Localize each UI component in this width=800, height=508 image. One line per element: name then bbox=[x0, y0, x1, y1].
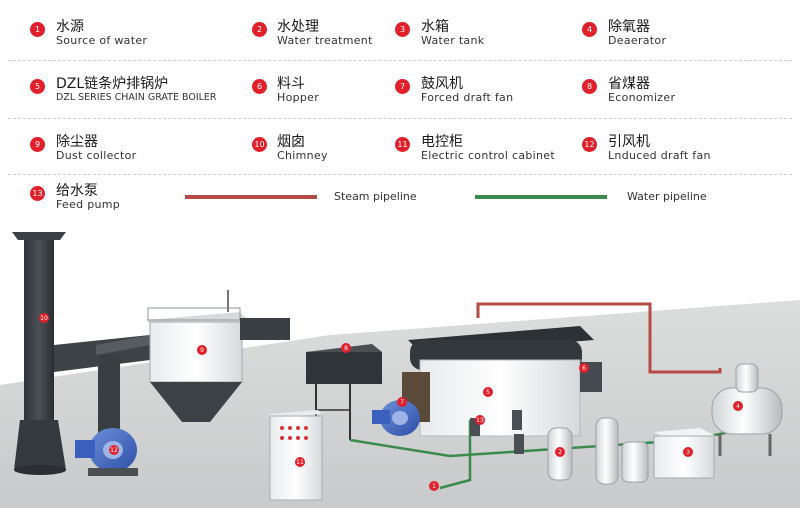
number-badge: 2 bbox=[252, 22, 267, 37]
number-badge: 10 bbox=[252, 137, 267, 152]
svg-text:10: 10 bbox=[40, 315, 48, 322]
number-badge: 11 bbox=[395, 137, 410, 152]
label-zh: 水箱 bbox=[421, 19, 449, 35]
water-treatment-unit bbox=[547, 417, 649, 485]
label-en: Economizer bbox=[608, 91, 676, 104]
steam-pipe bbox=[476, 302, 722, 374]
svg-text:9: 9 bbox=[200, 347, 204, 354]
label-en: Water treatment bbox=[277, 34, 373, 47]
number-badge: 9 bbox=[30, 137, 45, 152]
callouts: 1 2 3 4 5 6 7 8 9 10 11 12 13 bbox=[39, 313, 743, 491]
callout-13: 13 bbox=[475, 415, 485, 425]
number-badge: 13 bbox=[30, 186, 45, 201]
water-pipeline-label: Water pipeline bbox=[627, 190, 707, 203]
callout-10: 10 bbox=[39, 313, 49, 323]
water-tank bbox=[653, 428, 716, 479]
steam-pipeline-label: Steam pipeline bbox=[334, 190, 417, 203]
separator-line bbox=[8, 174, 792, 175]
label-zh: 引风机 bbox=[608, 134, 650, 150]
svg-text:12: 12 bbox=[110, 447, 118, 454]
label-en: Lnduced draft fan bbox=[608, 149, 711, 162]
callout-8: 8 bbox=[341, 343, 351, 353]
number-badge: 6 bbox=[252, 79, 267, 94]
separator-line bbox=[8, 118, 792, 119]
label-zh: 水处理 bbox=[277, 19, 319, 35]
label-en: Source of water bbox=[56, 34, 148, 47]
svg-text:11: 11 bbox=[296, 459, 304, 466]
callout-9: 9 bbox=[197, 345, 207, 355]
callout-12: 12 bbox=[109, 445, 119, 455]
label-zh: 电控柜 bbox=[421, 134, 463, 150]
steam-pipeline-swatch bbox=[185, 195, 317, 199]
feed-pumps bbox=[470, 410, 524, 454]
svg-text:8: 8 bbox=[344, 345, 348, 352]
label-en: Chimney bbox=[277, 149, 328, 162]
number-badge: 4 bbox=[582, 22, 597, 37]
number-badge: 8 bbox=[582, 79, 597, 94]
label-zh: 省煤器 bbox=[608, 76, 650, 92]
label-en: Dust collector bbox=[56, 149, 137, 162]
label-en: Electric control cabinet bbox=[421, 149, 555, 162]
svg-text:2: 2 bbox=[558, 449, 562, 456]
legend: 1 水源 Source of water 2 水处理 Water treatme… bbox=[0, 0, 800, 215]
callout-6: 6 bbox=[579, 363, 589, 373]
label-en: Feed pump bbox=[56, 198, 121, 211]
svg-text:1: 1 bbox=[432, 483, 436, 490]
label-zh: 除氧器 bbox=[608, 19, 650, 35]
callout-5: 5 bbox=[483, 387, 493, 397]
electric-control-cabinet bbox=[268, 410, 323, 501]
svg-text:3: 3 bbox=[686, 449, 690, 456]
label-zh: 料斗 bbox=[277, 76, 305, 92]
number-badge: 12 bbox=[582, 137, 597, 152]
dust-collector bbox=[146, 290, 290, 422]
label-en: Deaerator bbox=[608, 34, 667, 47]
callout-11: 11 bbox=[295, 457, 305, 467]
svg-text:6: 6 bbox=[582, 365, 586, 372]
label-zh: DZL链条炉排锅炉 bbox=[56, 76, 169, 92]
chain-grate-boiler bbox=[402, 326, 602, 437]
label-en: Hopper bbox=[277, 91, 320, 104]
number-badge: 7 bbox=[395, 79, 410, 94]
callout-4: 4 bbox=[733, 401, 743, 411]
callout-2: 2 bbox=[555, 447, 565, 457]
number-badge: 5 bbox=[30, 79, 45, 94]
svg-text:5: 5 bbox=[486, 389, 490, 396]
callout-3: 3 bbox=[683, 447, 693, 457]
callout-1: 1 bbox=[429, 481, 439, 491]
number-badge: 1 bbox=[30, 22, 45, 37]
chimney bbox=[12, 232, 66, 475]
label-zh: 水源 bbox=[56, 19, 84, 35]
boiler-system-illustration: 1 2 3 4 5 6 7 8 9 10 11 12 13 bbox=[0, 232, 800, 508]
svg-text:7: 7 bbox=[400, 399, 404, 406]
deaerator bbox=[711, 363, 783, 456]
svg-text:13: 13 bbox=[476, 417, 484, 424]
label-en: DZL SERIES CHAIN GRATE BOILER bbox=[56, 92, 217, 103]
label-en: Forced draft fan bbox=[421, 91, 514, 104]
water-pipeline-swatch bbox=[475, 195, 607, 199]
label-zh: 鼓风机 bbox=[421, 76, 463, 92]
flue-duct bbox=[54, 335, 150, 435]
number-badge: 3 bbox=[395, 22, 410, 37]
separator-line bbox=[8, 60, 792, 61]
label-zh: 烟囱 bbox=[277, 134, 305, 150]
forced-draft-fan bbox=[372, 400, 420, 436]
callout-7: 7 bbox=[397, 397, 407, 407]
label-zh: 除尘器 bbox=[56, 134, 98, 150]
label-en: Water tank bbox=[421, 34, 485, 47]
label-zh: 给水泵 bbox=[56, 183, 98, 199]
svg-text:4: 4 bbox=[736, 403, 740, 410]
